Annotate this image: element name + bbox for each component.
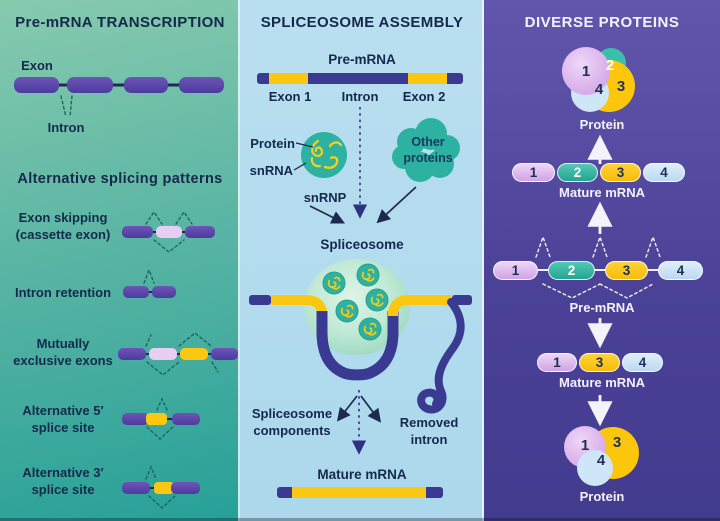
mature-mrna-segment-3: 3 <box>600 163 641 182</box>
transcription-diagram <box>14 77 238 509</box>
proteins-to-spliceosome-arrow <box>376 186 417 224</box>
pre-mrna-segment-4: 4 <box>658 261 703 280</box>
intron-label: Intron <box>47 120 85 135</box>
pre-mrna-label: Pre-mRNA <box>569 300 635 315</box>
panel-divider-left <box>238 0 240 521</box>
snrna-squiggle-icon <box>310 139 343 169</box>
pattern-label-exon-skipping: Exon skipping (cassette exon) <box>15 210 111 242</box>
panel-spliceosome-assembly: SPLICEOSOME ASSEMBLY Pre-mRNA Exon 1 Int… <box>240 0 484 521</box>
panel-title-proteins: DIVERSE PROTEINS <box>524 14 680 31</box>
mature-mrna-segment-2: 2 <box>557 163 598 182</box>
panel-diverse-proteins: DIVERSE PROTEINS 1 2 3 4 Protein 1 2 3 4… <box>484 0 720 521</box>
mature-mrna-label: Mature mRNA <box>317 467 407 482</box>
panel-divider-right <box>482 0 484 521</box>
exon-label: Exon <box>21 58 53 73</box>
protein-top-label: Protein <box>579 117 625 132</box>
other-proteins-label: Other proteins <box>403 135 453 165</box>
mrna-through-spliceosome <box>249 295 472 381</box>
exon2-label: Exon 2 <box>402 89 446 104</box>
pattern-label-intron-retention: Intron retention <box>14 285 112 300</box>
components-arrow-right <box>360 395 382 423</box>
spliceosome-components-label: Spliceosome components <box>251 406 333 438</box>
protein-top-subunit-1: 1 <box>581 63 591 81</box>
mature-mrna-top-label: Mature mRNA <box>559 185 645 200</box>
alt-5-splice-diagram <box>122 397 200 440</box>
protein-blob-top <box>562 47 635 112</box>
snrnp-label: snRNP <box>303 190 347 205</box>
intron-retention-diagram <box>123 268 176 298</box>
protein-bottom-subunit-3: 3 <box>612 434 622 452</box>
exon1-label: Exon 1 <box>268 89 312 104</box>
protein-top-subunit-4: 4 <box>594 81 604 99</box>
pre-mrna-bar <box>257 73 463 84</box>
mature-alt-segment-3: 3 <box>579 353 620 372</box>
pre-mrna-segment-2: 2 <box>548 261 595 280</box>
panel-title-transcription: Pre-mRNA TRANSCRIPTION <box>15 14 225 31</box>
components-arrow-left <box>336 395 358 422</box>
pre-mrna-label: Pre-mRNA <box>328 52 396 67</box>
snrnp-to-spliceosome-arrow <box>309 205 346 224</box>
pattern-label-alt-5: Alternative 5′ splice site <box>22 403 104 435</box>
protein-top-subunit-2: 2 <box>605 57 615 75</box>
mature-mrna-bottom-label: Mature mRNA <box>559 375 645 390</box>
mature-alt-segment-4: 4 <box>622 353 663 372</box>
panel-pre-mrna-transcription: Pre-mRNA TRANSCRIPTION Exon Intron Alter… <box>0 0 240 521</box>
intron-loop <box>316 311 399 381</box>
protein-blob-bottom <box>564 426 639 486</box>
intron-pointer-dashes <box>60 95 73 118</box>
pattern-label-alt-3: Alternative 3′ splice site <box>22 465 104 497</box>
mutually-exclusive-diagram <box>118 332 238 376</box>
pre-mrna-segment-1: 1 <box>493 261 538 280</box>
snrna-label: snRNA <box>249 163 293 178</box>
spliceosome-label: Spliceosome <box>320 237 404 252</box>
spliceosome-blob <box>304 259 410 355</box>
protein-bottom-subunit-4: 4 <box>596 452 606 470</box>
mature-mrna-segment-1: 1 <box>512 163 555 182</box>
removed-intron-squiggle <box>417 298 465 414</box>
panel-title-assembly: SPLICEOSOME ASSEMBLY <box>260 14 464 31</box>
intron-label: Intron <box>341 89 379 104</box>
alt-3-splice-diagram <box>122 465 200 509</box>
pre-mrna-strand <box>14 77 224 118</box>
mature-mrna-bar <box>277 487 443 498</box>
removed-intron-label: Removed intron <box>399 415 459 447</box>
protein-top-subunit-3: 3 <box>616 78 626 96</box>
assembly-diagram <box>249 73 472 498</box>
snrnp-icon <box>293 132 347 178</box>
pattern-label-mutually-exclusive: Mutually exclusive exons <box>13 336 113 368</box>
protein-label: Protein <box>250 136 295 151</box>
alt-splicing-subtitle: Alternative splicing patterns <box>17 171 223 187</box>
mature-mrna-segment-4: 4 <box>643 163 685 182</box>
protein-bottom-subunit-1: 1 <box>580 437 590 455</box>
exon-skipping-diagram <box>122 210 215 253</box>
mature-alt-segment-1: 1 <box>537 353 577 372</box>
protein-bottom-label: Protein <box>579 489 625 504</box>
bottom-edge-shade <box>0 518 720 521</box>
other-proteins-blob <box>392 118 460 182</box>
pre-mrna-segment-3: 3 <box>605 261 648 280</box>
